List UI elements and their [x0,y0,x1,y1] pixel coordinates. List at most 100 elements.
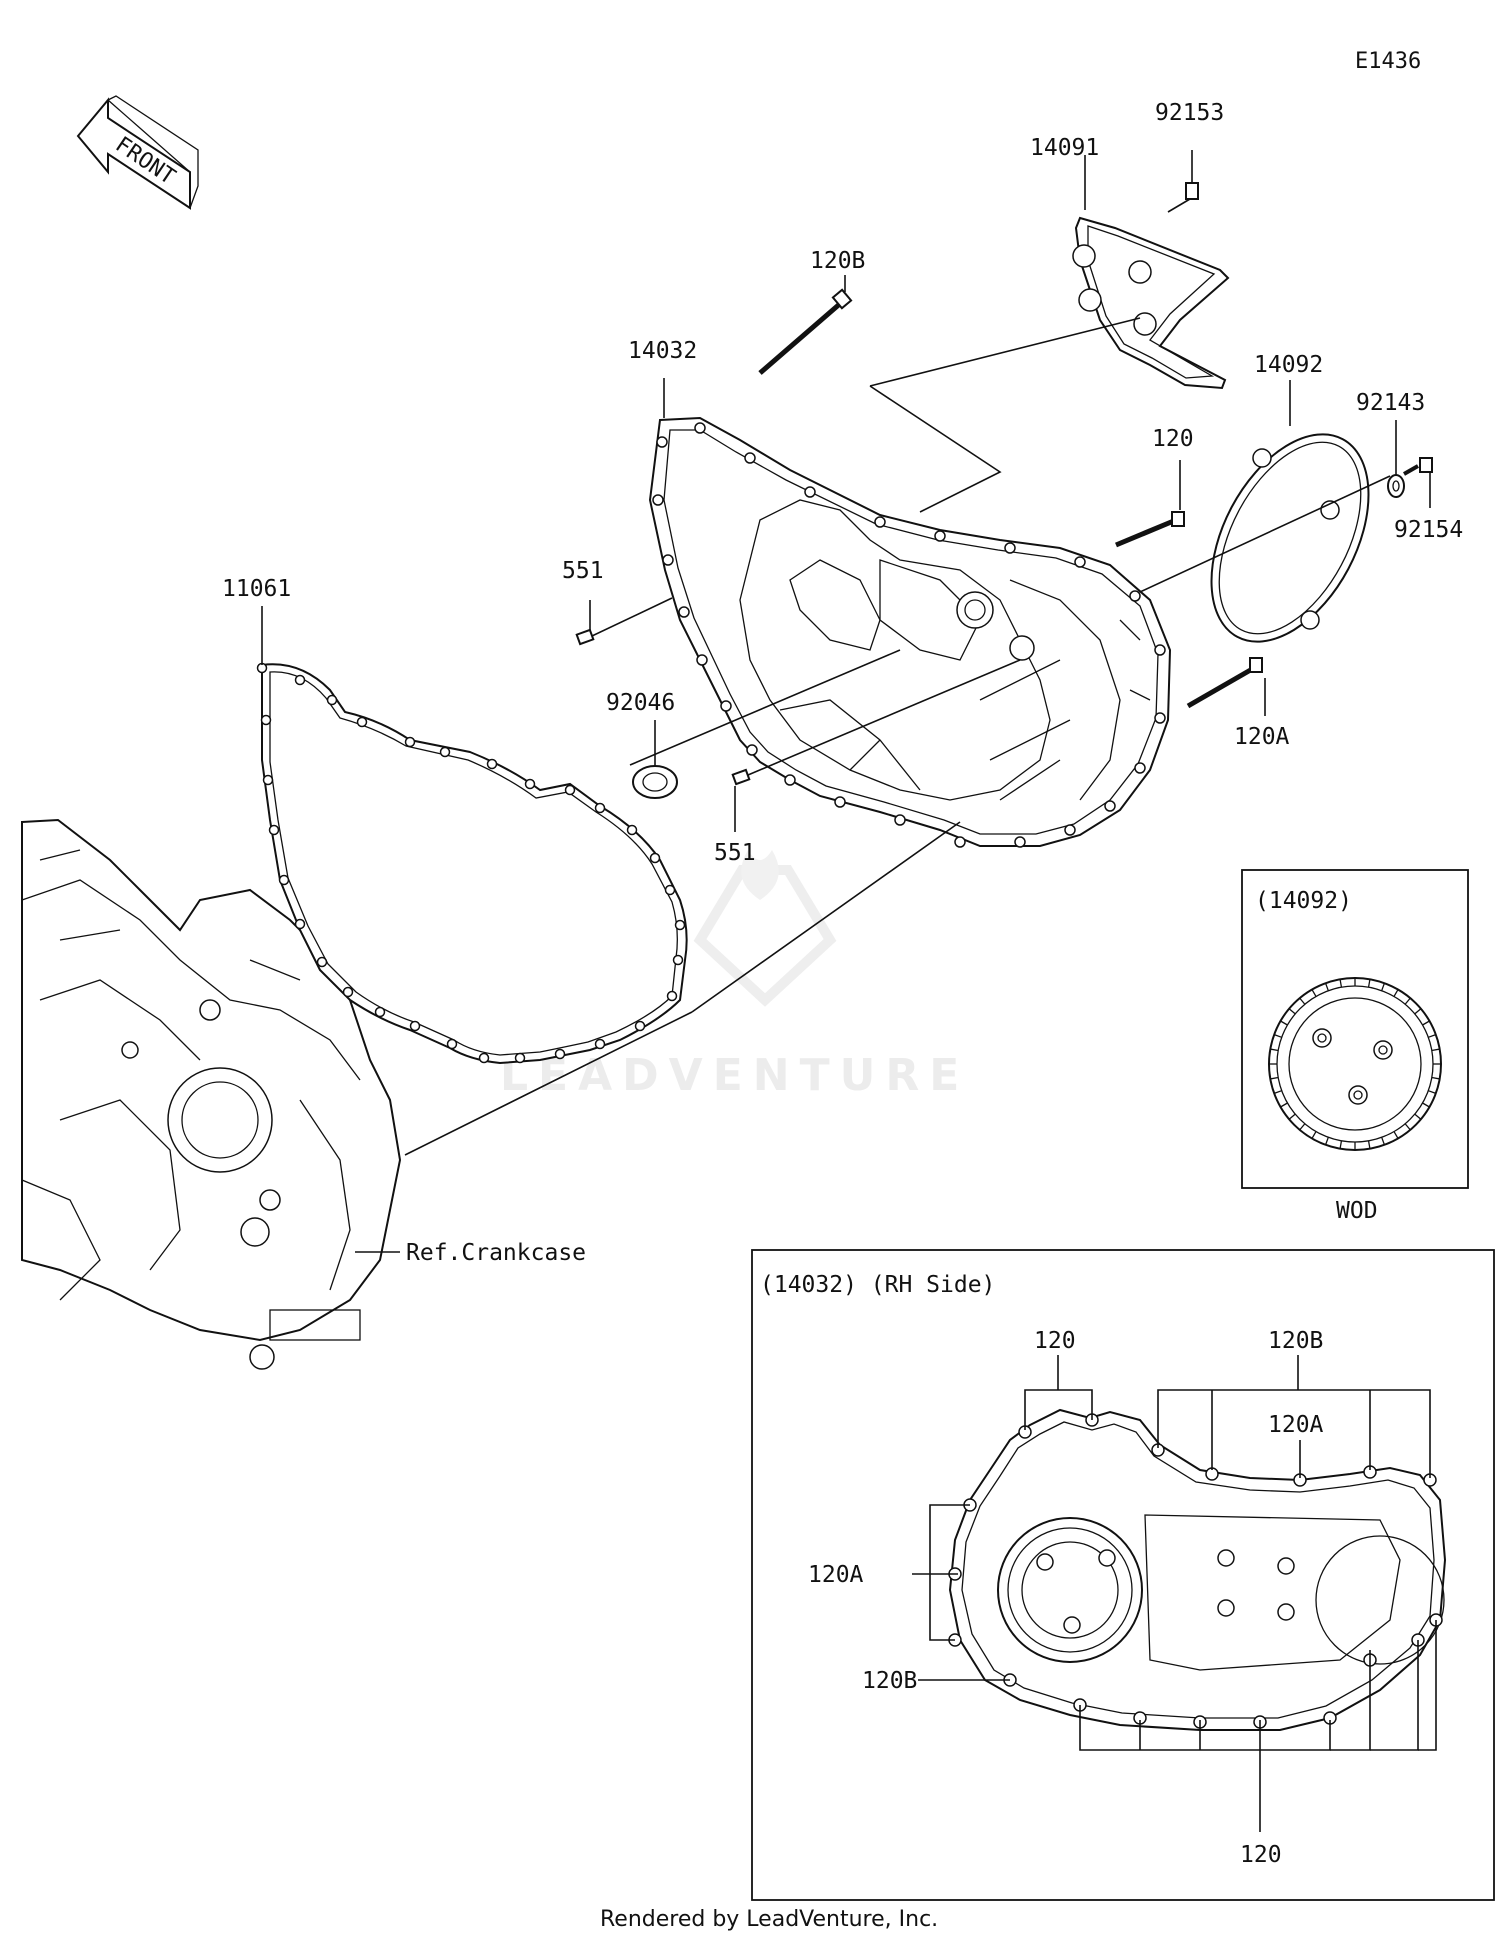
gasket-hole [294,674,306,686]
cover-hole [1004,542,1016,554]
label-92154: 92154 [1394,517,1463,543]
gasket-hole [374,1006,386,1018]
bolt-92154 [1403,457,1433,476]
dowel-551-lower [731,768,751,786]
wod-rim-tick [1339,979,1343,988]
plate-14091 [1072,216,1230,390]
dowel-551-upper [575,628,595,646]
wod-rim-tick [1339,1140,1343,1149]
diagram-id: E1436 [1355,49,1421,74]
gasket-hole [664,884,676,896]
wod-rim-tick [1270,1076,1279,1080]
label-92046: 92046 [606,690,675,716]
wod-rim-tick [1288,1113,1296,1120]
cover-hole [1134,762,1146,774]
wod-rim-tick [1428,1090,1437,1095]
wod-rim-tick [1324,1137,1329,1146]
gasket-hole [672,954,684,966]
cover-hole [894,814,906,826]
inset-rh-title: (14032) (RH Side) [760,1272,995,1298]
clutch-cover-14092 [1210,433,1370,643]
cover-hole [934,530,946,542]
assembly-lines [261,150,1431,1253]
watermark-text: LEADVENTURE [500,1050,969,1101]
inset-rh-side: (14032) (RH Side) [751,1249,1495,1901]
cover-hole [1154,712,1166,724]
gasket-hole [278,874,290,886]
cover-hole [652,494,664,506]
inset-wod: (14092) WOD [1241,869,1469,1224]
watermark: LEADVENTURE [500,850,969,1101]
wod-rim-tick [1299,997,1306,1005]
washer-92143 [1387,474,1405,498]
wod-rim-tick [1404,1123,1411,1131]
gasket-hole [356,716,368,728]
rh-label-120B-left: 120B [862,1668,917,1694]
gasket-hole [594,1038,606,1050]
wod-rim-tick [1367,979,1371,988]
wod-rim-tick [1414,1008,1422,1015]
bolt-120-top [1115,511,1185,548]
wod-rim-tick [1404,997,1411,1005]
wod-rim-tick [1381,982,1386,991]
cover-hole [804,486,816,498]
gasket-hole [262,774,274,786]
gasket-hole [404,736,416,748]
label-11061: 11061 [222,576,291,602]
gasket-hole [554,1048,566,1060]
rh-label-120-top: 120 [1034,1328,1076,1354]
cover-hole [656,436,668,448]
inset-wod-caption: WOD [1336,1198,1378,1224]
wod-rim-tick [1381,1137,1386,1146]
cover-hole [696,654,708,666]
label-120A: 120A [1234,724,1290,750]
label-551-lower: 551 [714,840,756,866]
gasket-hole [446,1038,458,1050]
wod-rim-tick [1311,1131,1317,1139]
wod-rim-tick [1393,989,1399,997]
wod-rim-tick [1414,1113,1422,1120]
cover-hole [1104,800,1116,812]
gasket-hole [634,1020,646,1032]
wod-rim-tick [1273,1090,1282,1095]
rh-label-120A-mid: 120A [1268,1412,1324,1438]
outer-cover-14032 [648,416,1172,847]
gasket-hole [409,1020,421,1032]
cover-hole [662,554,674,566]
gasket-hole [316,956,328,968]
wod-rim-tick [1288,1008,1296,1015]
cover-hole [874,516,886,528]
gasket-hole [626,824,638,836]
label-120B-top: 120B [810,248,865,274]
cover-hole [1064,824,1076,836]
label-551-upper: 551 [562,558,604,584]
gasket-hole [260,714,272,726]
bolt-120A [1186,657,1263,709]
wod-rim-tick [1270,1048,1279,1052]
cover-hole [746,744,758,756]
label-92143: 92143 [1356,390,1425,416]
label-ref-crankcase: Ref.Crankcase [406,1240,586,1266]
crankcase-reference [21,818,402,1370]
label-120-top: 120 [1152,426,1194,452]
inset-wod-title: (14092) [1255,888,1352,914]
gasket-hole [649,852,661,864]
rh-label-120A-left: 120A [808,1562,864,1588]
seal-92046 [632,765,678,799]
rh-label-120-bottom: 120 [1240,1842,1282,1868]
rh-leader-lines [912,1355,1437,1832]
gasket-bolt-holes [256,662,686,1064]
wod-rim-tick [1280,1020,1288,1026]
wod-rim-tick [1428,1033,1437,1038]
cover-hole [954,836,966,848]
footer-credit: Rendered by LeadVenture, Inc. [600,1907,938,1932]
cover-hole [1129,590,1141,602]
gasket-hole [439,746,451,758]
gasket-hole [564,784,576,796]
label-14091: 14091 [1030,135,1099,161]
wod-rim-tick [1324,982,1329,991]
gasket-hole [514,1052,526,1064]
cover-hole [834,796,846,808]
cover-hole [1154,644,1166,656]
